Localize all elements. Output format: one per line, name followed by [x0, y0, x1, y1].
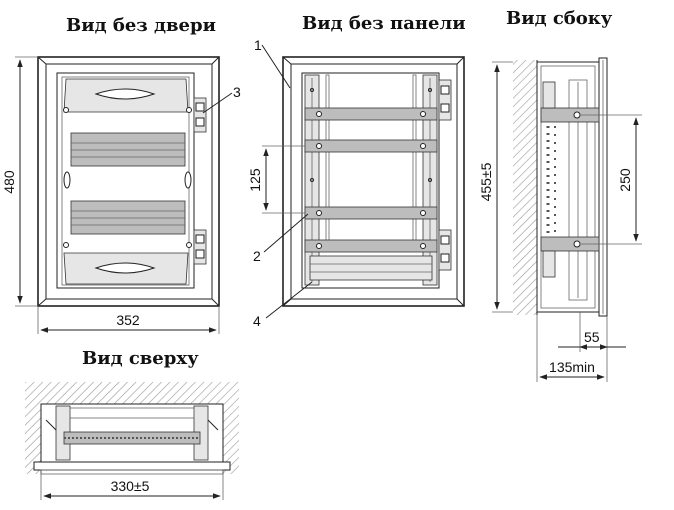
dim-label-352: 352 [116, 312, 140, 328]
dimension-135min: 135min [536, 315, 608, 382]
title-view-without-door: Вид без двери [66, 15, 216, 36]
title-side-view: Вид сбоку [506, 8, 613, 29]
front-view-without-door [37, 56, 233, 307]
dimension-55: 55 [558, 312, 626, 352]
callout-2: 2 [253, 248, 261, 264]
dim-label-480: 480 [1, 170, 17, 194]
title-top-view: Вид сверху [82, 348, 199, 369]
dim-label-455: 455±5 [478, 162, 494, 201]
dim-label-250: 250 [617, 168, 633, 192]
dimension-height-480: 480 [1, 56, 38, 307]
dimension-width-330: 330±5 [40, 474, 224, 500]
dimension-rail-pitch-125: 125 [247, 145, 305, 214]
callout-1: 1 [254, 37, 262, 53]
callout-4: 4 [253, 313, 261, 329]
callout-3: 3 [233, 84, 241, 100]
dimension-width-352: 352 [37, 306, 220, 334]
top-view [25, 382, 239, 475]
dim-label-125: 125 [247, 168, 263, 192]
front-view-without-panel [261, 44, 465, 319]
dim-label-135min: 135min [549, 359, 595, 375]
dim-label-330: 330±5 [111, 478, 150, 494]
title-view-without-panel: Вид без панели [302, 13, 466, 34]
dim-label-55: 55 [584, 329, 600, 345]
dimension-depth-455: 455±5 [478, 61, 513, 313]
side-view [513, 57, 608, 317]
dimension-rail-spacing-250: 250 [581, 114, 642, 245]
